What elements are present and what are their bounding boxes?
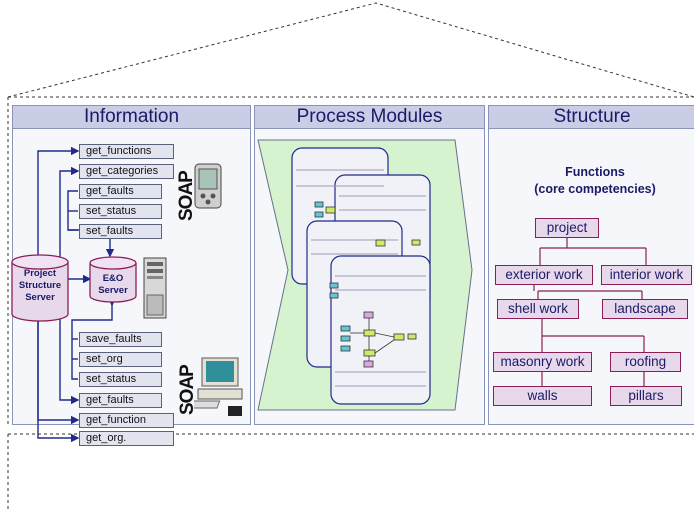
node-project[interactable]: project — [535, 218, 599, 238]
node-exterior-work[interactable]: exterior work — [495, 265, 593, 285]
tab-get-function[interactable]: get_function — [79, 413, 174, 428]
functions-title-line2: (core competencies) — [534, 182, 656, 196]
eo-server-line2: Server — [98, 285, 128, 296]
desktop-computer-icon — [194, 357, 243, 416]
tab-save-faults[interactable]: save_faults — [79, 332, 162, 347]
project-server-line1: Project — [23, 268, 57, 279]
functions-title: Functions (core competencies) — [510, 164, 680, 198]
server-tower-icon — [143, 257, 167, 319]
node-roofing[interactable]: roofing — [610, 352, 681, 372]
tab-set-status-2[interactable]: set_status — [79, 372, 162, 387]
tab-get-org[interactable]: get_org. — [79, 431, 174, 446]
tab-get-faults[interactable]: get_faults — [79, 184, 162, 199]
tab-get-faults-2[interactable]: get_faults — [79, 393, 162, 408]
tab-set-faults[interactable]: set_faults — [79, 224, 162, 239]
node-landscape[interactable]: landscape — [602, 299, 688, 319]
functions-title-line1: Functions — [565, 165, 625, 179]
information-header: Information — [13, 106, 250, 129]
project-server-line3: Server — [25, 292, 55, 303]
node-interior-work[interactable]: interior work — [601, 265, 692, 285]
tab-set-org[interactable]: set_org — [79, 352, 162, 367]
eo-server-line1: E&O — [102, 273, 124, 284]
eo-server-label: E&O Server — [88, 273, 138, 297]
project-server-cylinder — [11, 254, 69, 322]
structure-header: Structure — [489, 106, 694, 129]
pda-icon — [194, 163, 222, 209]
node-pillars[interactable]: pillars — [610, 386, 682, 406]
project-server-label: Project Structure Server — [12, 268, 68, 304]
tab-set-status[interactable]: set_status — [79, 204, 162, 219]
process-modules-header: Process Modules — [255, 106, 484, 129]
eo-server-cylinder — [89, 256, 137, 303]
node-walls[interactable]: walls — [493, 386, 592, 406]
node-shell-work[interactable]: shell work — [497, 299, 579, 319]
node-masonry-work[interactable]: masonry work — [493, 352, 592, 372]
project-server-line2: Structure — [18, 280, 62, 291]
tab-get-functions[interactable]: get_functions — [79, 144, 174, 159]
tab-get-categories[interactable]: get_categories — [79, 164, 174, 179]
